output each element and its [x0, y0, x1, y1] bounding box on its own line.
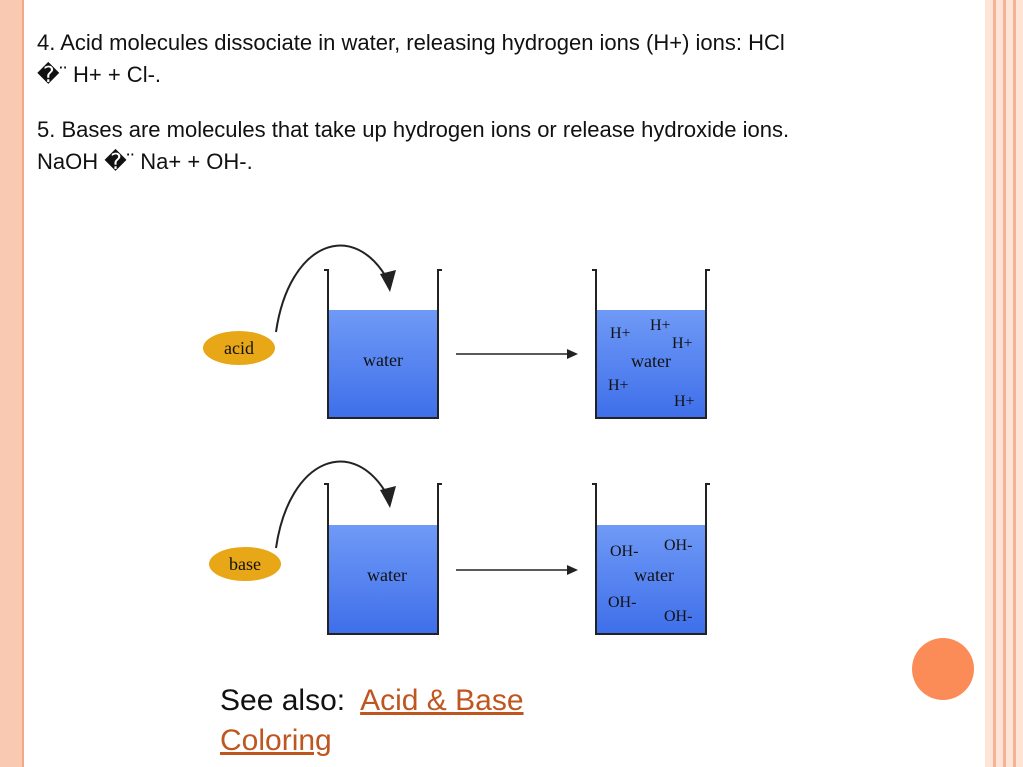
see-also-label: See also: [220, 684, 346, 717]
arrow-head-icon [380, 486, 396, 508]
bullet-acid-dissociation: 4. Acid molecules dissociate in water, r… [37, 27, 982, 91]
left-frame-border [0, 0, 24, 767]
pour-arrow [275, 460, 390, 549]
hydrogen-ion-label: H+ [650, 317, 671, 334]
decorative-dot [912, 638, 974, 700]
hydroxide-ion-label: OH- [664, 537, 692, 554]
see-also: See also: Acid & Base Coloring [220, 681, 600, 761]
acid-row: acid water water H+ H+ H+ H+ H+ [203, 244, 710, 419]
hydrogen-ion-label: H+ [610, 325, 631, 342]
beaker-outline [592, 269, 710, 419]
base-row: base water water OH- OH- OH- OH- [209, 460, 710, 635]
beaker-water [329, 525, 437, 633]
arrow-head-icon [380, 270, 396, 292]
base-oval-label: base [229, 554, 261, 574]
acid-base-diagram: acid water water H+ H+ H+ H+ H+ base wat… [203, 244, 710, 635]
hydroxide-ion-label: OH- [664, 608, 692, 625]
beaker-outline [324, 269, 442, 419]
slide-content: 4. Acid molecules dissociate in water, r… [24, 0, 984, 767]
hydroxide-ion-label: OH- [608, 594, 636, 611]
beaker-water-label: water [363, 350, 403, 370]
bullet-line: NaOH �¨ Na+ + OH-. [37, 149, 253, 174]
pour-arrow [275, 244, 390, 333]
beaker-water [329, 310, 437, 417]
beaker-water-label: water [631, 351, 671, 371]
hydrogen-ion-label: H+ [608, 377, 629, 394]
beaker-outline [324, 483, 442, 635]
hydrogen-ion-label: H+ [672, 335, 693, 352]
frame-stripe [1013, 0, 1016, 767]
beaker-outline [592, 483, 710, 635]
base-oval [209, 547, 281, 581]
beaker-water [597, 525, 705, 633]
bullet-line: 5. Bases are molecules that take up hydr… [37, 117, 790, 142]
hydrogen-ion-label: H+ [674, 393, 695, 410]
beaker-water [597, 310, 705, 417]
hydroxide-ion-label: OH- [610, 543, 638, 560]
frame-stripe [1003, 0, 1006, 767]
bullet-line: �¨ H+ + Cl-. [37, 62, 162, 87]
acid-oval-label: acid [224, 338, 254, 358]
beaker-water-label: water [367, 565, 407, 585]
beaker-water-label: water [634, 565, 674, 585]
bullet-line: 4. Acid molecules dissociate in water, r… [37, 30, 785, 55]
acid-base-coloring-link[interactable]: Acid & Base Coloring [220, 684, 524, 757]
right-frame-border [985, 0, 1023, 767]
frame-stripe [993, 0, 996, 767]
acid-oval [203, 331, 275, 365]
bullet-bases-definition: 5. Bases are molecules that take up hydr… [37, 114, 982, 178]
